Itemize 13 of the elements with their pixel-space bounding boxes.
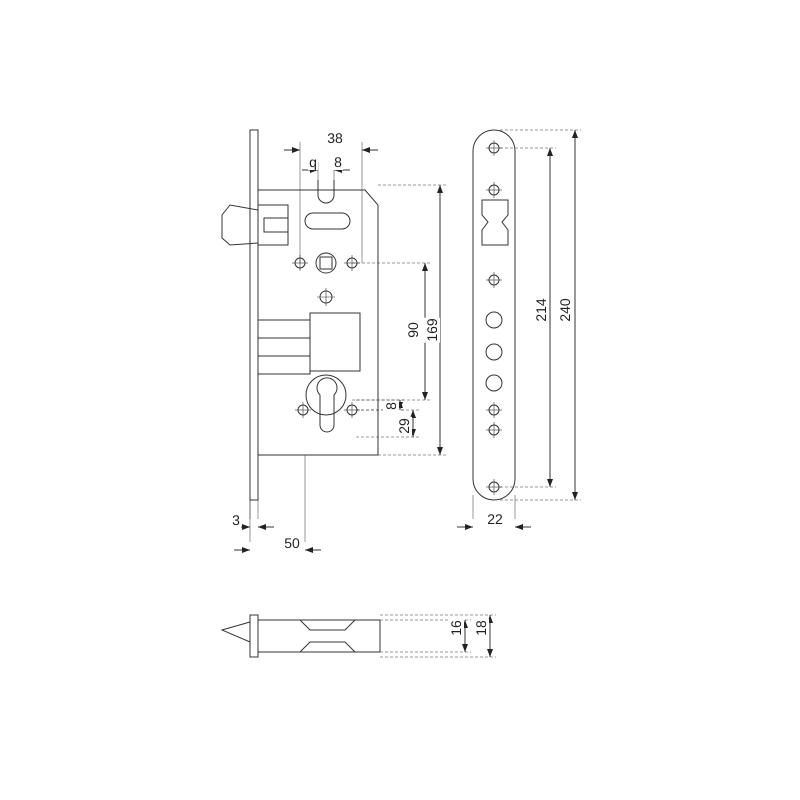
dimension-value: 169 <box>424 317 440 343</box>
dimension-value: 8 <box>383 401 399 411</box>
dimension-value: 22 <box>486 511 504 527</box>
dimension-value: 240 <box>557 297 573 323</box>
dimension-value: 38 <box>326 130 344 146</box>
dimension-value: 90 <box>405 321 421 339</box>
dimension-value: 3 <box>231 512 241 528</box>
dimension-value: 16 <box>448 619 464 637</box>
dimension-value: 29 <box>396 417 412 435</box>
dimension-value: 8 <box>333 154 343 170</box>
dimension-value: 214 <box>533 297 549 323</box>
dimension-value: 18 <box>473 619 489 637</box>
dimension-value: 50 <box>283 535 301 551</box>
